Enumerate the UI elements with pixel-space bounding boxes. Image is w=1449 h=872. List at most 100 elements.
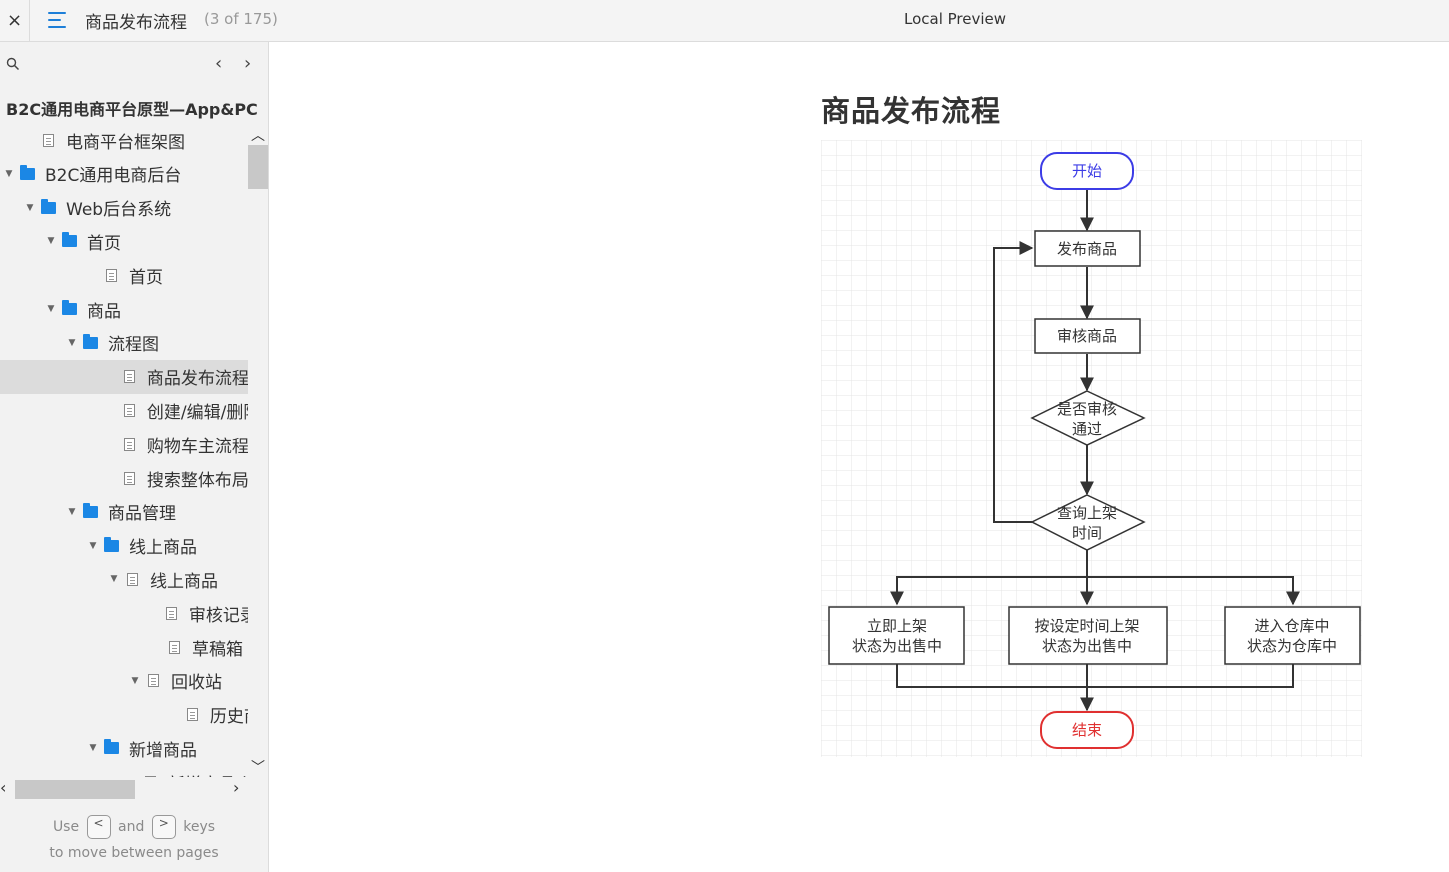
start-label: 开始 — [1072, 162, 1102, 180]
tree-page-item[interactable]: ▼电商平台框架图 — [0, 123, 248, 157]
tree-page-item[interactable]: ▼ 回收站 — [0, 664, 248, 698]
folder-icon — [104, 536, 119, 552]
warehouse-node — [1224, 606, 1361, 665]
tree-page-item[interactable]: ▼购物车主流程 — [0, 427, 248, 461]
tree-item-label: 创建/编辑/删除 — [146, 402, 248, 423]
next-page-button[interactable]: › — [244, 53, 252, 74]
tree-item-label: 新增商品 — [129, 740, 197, 761]
close-button[interactable]: × — [0, 0, 30, 41]
close-icon: × — [6, 10, 23, 31]
tree-page-item[interactable]: ▼创建/编辑/删除 — [0, 393, 248, 427]
flowchart: 开始 发布商品 审核商品 是否审核 通过 查询上架 时间 立即上架 状态为出售中… — [821, 140, 1362, 757]
page-icon — [106, 268, 117, 282]
page-icon — [148, 674, 159, 688]
tree-item-label: 首页 — [87, 233, 121, 254]
tree-page-item[interactable]: ▼新增商品(选 — [0, 765, 248, 777]
scroll-right-icon[interactable]: › — [233, 778, 240, 797]
tree-page-item[interactable]: ▼草稿箱 — [0, 630, 248, 664]
sidebar: ‹ › B2C通用电商平台原型—App&PC ▼电商平台框架图▼B2C通用电商后… — [0, 42, 269, 872]
opt2-line1: 按设定时间上架 — [1034, 617, 1139, 635]
sitemap-tree: ▼电商平台框架图▼B2C通用电商后台▼Web后台系统▼首页▼首页▼商品▼流程图▼… — [0, 123, 248, 777]
keyboard-hint: Use < and > keys to move between pages — [0, 814, 268, 866]
page-icon — [169, 640, 180, 654]
publish-node — [1034, 230, 1141, 267]
hint-line2: to move between pages — [49, 845, 219, 861]
page-icon — [123, 403, 135, 417]
tree-item-label: 回收站 — [171, 673, 222, 694]
hint-and: and — [118, 819, 145, 835]
expand-caret-icon[interactable]: ▼ — [68, 337, 76, 348]
tree-item-label: 审核记录 — [188, 605, 248, 626]
folder-icon — [83, 502, 98, 518]
start-node — [1040, 152, 1134, 190]
tree-folder-item[interactable]: ▼Web后台系统 — [0, 191, 248, 225]
expand-caret-icon[interactable]: ▼ — [131, 675, 139, 686]
folder-icon — [20, 164, 35, 180]
top-bar: × 商品发布流程 (3 of 175) Local Preview — [0, 0, 1449, 42]
scroll-down-icon[interactable]: ﹀ — [251, 760, 265, 776]
vertical-scroll-thumb[interactable] — [248, 145, 268, 189]
tree-folder-item[interactable]: ▼流程图 — [0, 326, 248, 360]
decision2-line2: 时间 — [1072, 524, 1102, 542]
tree-page-item[interactable]: ▼首页 — [0, 258, 248, 292]
tree-folder-item[interactable]: ▼ 首页 — [0, 224, 248, 258]
tree-item-label: 搜索整体布局 — [146, 470, 248, 491]
scheduled-listing-node — [1008, 606, 1168, 665]
expand-caret-icon[interactable]: ▼ — [47, 236, 55, 247]
search-icon[interactable] — [6, 57, 20, 71]
page-icon — [186, 708, 198, 722]
expand-caret-icon[interactable]: ▼ — [5, 168, 13, 179]
tree-folder-item[interactable]: ▼ 线上商品 — [0, 529, 248, 563]
tree-page-item[interactable]: ▼商品发布流程 — [0, 359, 248, 394]
expand-caret-icon[interactable]: ▼ — [47, 304, 55, 314]
folder-icon — [83, 333, 98, 349]
arrow-query-opt1 — [890, 576, 1087, 606]
vertical-scrollbar[interactable]: ︿ ﹀ — [248, 123, 268, 777]
prev-key-icon: < — [86, 815, 111, 839]
expand-caret-icon[interactable]: ▼ — [26, 202, 34, 213]
listing-time-decision-node — [1030, 494, 1146, 551]
decision2-line1: 查询上架 — [1057, 504, 1117, 522]
horizontal-scroll-thumb[interactable] — [15, 780, 135, 799]
tree-page-item[interactable]: ▼搜索整体布局 — [0, 461, 248, 495]
page-icon — [123, 437, 135, 451]
folder-icon — [41, 198, 56, 214]
tree-folder-item[interactable]: ▼ 商品管理 — [0, 495, 248, 529]
expand-caret-icon[interactable]: ▼ — [110, 574, 118, 585]
tree-page-item[interactable]: ▼审核记录 — [0, 596, 248, 630]
tree-folder-item[interactable]: ▼B2C通用电商后台 — [0, 157, 248, 191]
page-icon — [165, 606, 177, 620]
opt1-line1: 立即上架 — [867, 617, 927, 635]
tree-item-label: 线上商品 — [129, 538, 197, 559]
approval-decision-node — [1030, 390, 1146, 446]
tree-page-item[interactable]: ▼线上商品 — [0, 562, 248, 596]
tree-page-item[interactable]: ▼历史商 — [0, 698, 248, 732]
page-icon — [123, 471, 135, 485]
expand-caret-icon[interactable]: ▼ — [89, 743, 97, 754]
connectors — [890, 189, 1300, 712]
prev-page-button[interactable]: ‹ — [215, 53, 223, 74]
tree-item-label: 草稿箱 — [192, 639, 243, 660]
tree-folder-item[interactable]: ▼ 新增商品 — [0, 731, 248, 765]
scroll-left-icon[interactable]: ‹ — [0, 778, 7, 797]
hint-use: Use — [52, 819, 80, 835]
folder-icon — [104, 739, 119, 755]
decision1-line1: 是否审核 — [1057, 400, 1117, 418]
scroll-up-icon[interactable]: ︿ — [251, 128, 265, 144]
menu-icon[interactable] — [46, 9, 68, 31]
next-key-icon: > — [151, 815, 176, 839]
expand-caret-icon[interactable]: ▼ — [89, 540, 97, 551]
project-title: B2C通用电商平台原型—App&PC — [6, 100, 258, 119]
tree-folder-item[interactable]: ▼商品 — [0, 292, 248, 326]
loop-back-line — [993, 241, 1034, 523]
tree-item-label: 商品管理 — [108, 504, 176, 525]
horizontal-scrollbar[interactable]: ‹ › — [0, 777, 248, 801]
arrow-query-opt3 — [1087, 576, 1300, 606]
review-node — [1034, 318, 1141, 354]
tree-item-label: 新增商品(选 — [168, 770, 248, 777]
expand-caret-icon[interactable]: ▼ — [68, 506, 76, 517]
immediate-listing-node — [828, 606, 965, 665]
end-node — [1040, 711, 1134, 749]
page-icon — [43, 133, 54, 147]
preview-title: Local Preview — [904, 10, 1007, 28]
